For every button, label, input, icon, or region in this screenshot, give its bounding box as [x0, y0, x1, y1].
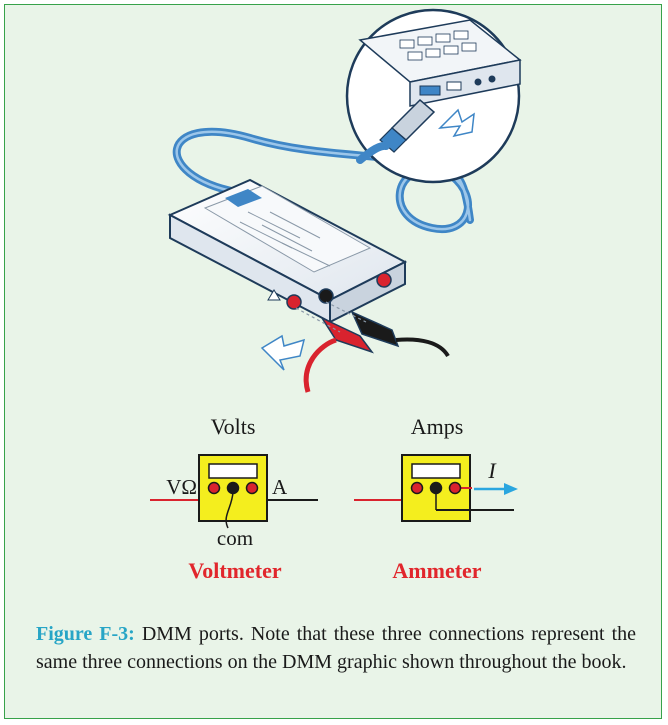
voltmeter-common-label: com: [217, 526, 253, 550]
voltmeter-com-pointer: [225, 491, 234, 529]
voltmeter-port-vohm: [207, 481, 221, 495]
current-arrow-head: [504, 483, 518, 495]
voltmeter-left-port-label: VΩ: [166, 475, 197, 499]
ammeter-heading: Amps: [411, 414, 464, 439]
figure-caption-text: DMM ports. Note that these three connect…: [36, 623, 636, 673]
voltmeter-right-port-label: A: [272, 475, 288, 499]
ammeter-port-a: [448, 481, 462, 495]
voltmeter-display: [208, 463, 258, 479]
voltmeter-port-com: [226, 481, 240, 495]
daq-device-illustration: [167, 8, 522, 393]
figure-label: Figure F-3:: [36, 623, 135, 645]
probe-leads: [260, 301, 450, 393]
figure-frame: [4, 4, 662, 719]
voltmeter-name: Voltmeter: [188, 558, 281, 583]
voltmeter-diagram: Volts VΩ A com Voltmeter: [150, 414, 318, 583]
current-label: I: [487, 458, 497, 483]
ammeter-display: [411, 463, 461, 479]
voltmeter-heading: Volts: [211, 414, 256, 439]
ammeter-port-com: [429, 481, 443, 495]
voltmeter-port-a: [245, 481, 259, 495]
ammeter-diagram: Amps I Ammeter: [354, 414, 518, 583]
daq-device-body: [167, 178, 408, 324]
laptop-illustration: [356, 19, 522, 164]
ammeter-name: Ammeter: [392, 558, 481, 583]
figure-caption: Figure F-3: DMM ports. Note that these t…: [36, 620, 636, 676]
ammeter-port-vohm: [410, 481, 424, 495]
